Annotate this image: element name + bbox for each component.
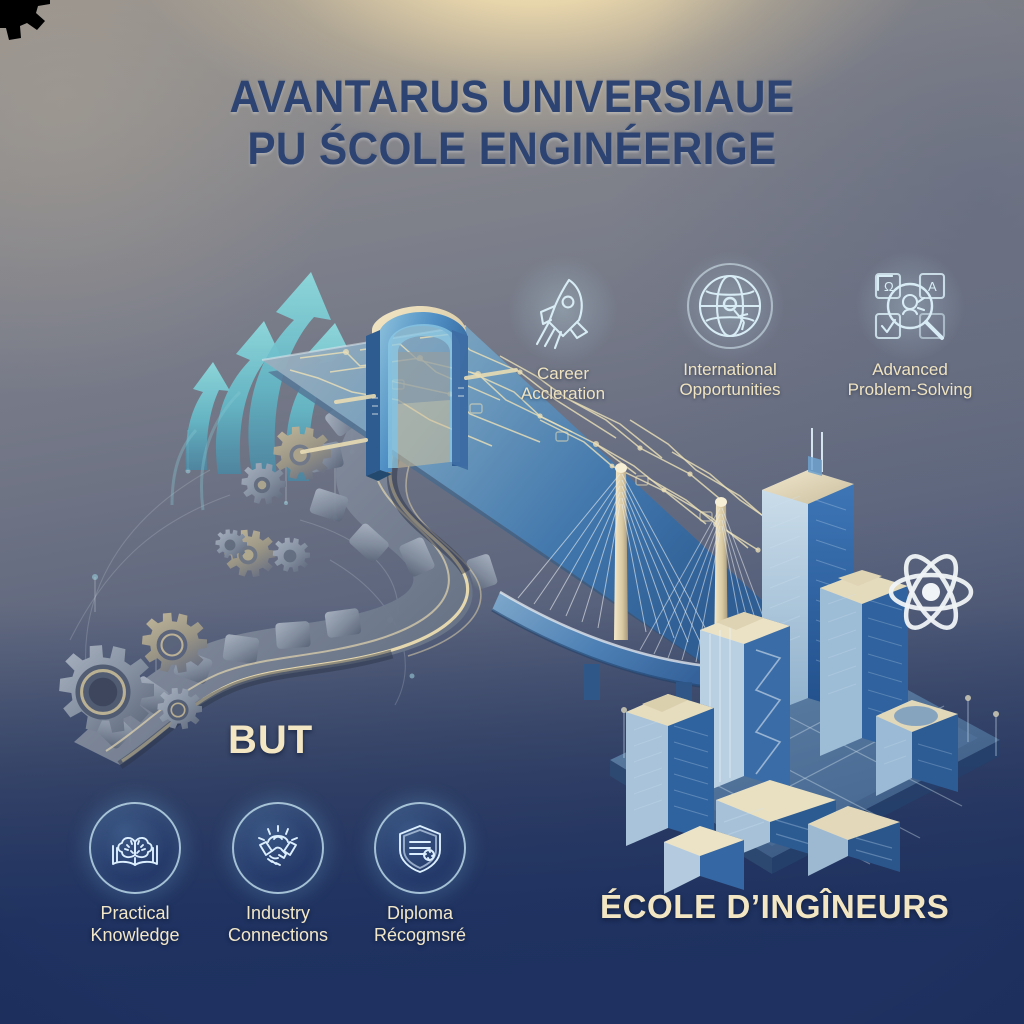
feature-label-line-2: Connections [198,925,358,947]
feature-international-opportunities[interactable]: International Opportunities [645,258,815,400]
ecole-caption: ÉCOLE D’INGÎNEURS [600,888,949,926]
feature-label-line-2: Accleration [478,384,648,404]
feature-label: Career Accleration [478,364,648,404]
feature-diploma-recognition[interactable]: Diploma Récogmsré [340,802,500,946]
feature-industry-connections[interactable]: Industry Connections [198,802,358,946]
title-line-1: AVANTARUS UNIVERSIAUE [31,74,994,120]
feature-label-line-1: Diploma [340,903,500,925]
feature-label: Practical Knowledge [55,903,215,946]
title-line-2: PU ŚCOLE ENGINÉERIGE [31,125,994,172]
feature-label-line-1: Career [478,364,648,384]
feature-label-line-2: Problem-Solving [825,380,995,400]
feature-label: Advanced Problem-Solving [825,360,995,400]
feature-label: International Opportunities [645,360,815,400]
feature-label-line-1: Practical [55,903,215,925]
handshake-gear-icon [232,802,324,894]
shield-diploma-icon [374,802,466,894]
feature-label-line-2: Opportunities [645,380,815,400]
feature-label-line-2: Récogmsré [340,925,500,947]
brain-book-icon [89,802,181,894]
feature-label: Industry Connections [198,903,358,946]
but-caption: BUT [228,718,313,763]
rocket-icon [515,262,611,358]
feature-career-acceleration[interactable]: Career Accleration [478,262,648,404]
feature-label-line-2: Knowledge [55,925,215,947]
feature-label-line-1: Industry [198,903,358,925]
feature-label: Diploma Récogmsré [340,903,500,946]
feature-label-line-1: Advanced [825,360,995,380]
feature-label-line-1: International [645,360,815,380]
svg-text:A: A [928,279,937,294]
feature-advanced-problem-solving[interactable]: Ω A Advanced Problem-Solving [825,258,995,400]
magnifier-solve-icon: Ω A [862,258,958,354]
svg-text:Ω: Ω [884,279,894,294]
feature-practical-knowledge[interactable]: Practical Knowledge [55,802,215,946]
poster-title: AVANTARUS UNIVERSIAUE PU ŚCOLE ENGINÉERI… [0,74,1024,172]
globe-icon [682,258,778,354]
